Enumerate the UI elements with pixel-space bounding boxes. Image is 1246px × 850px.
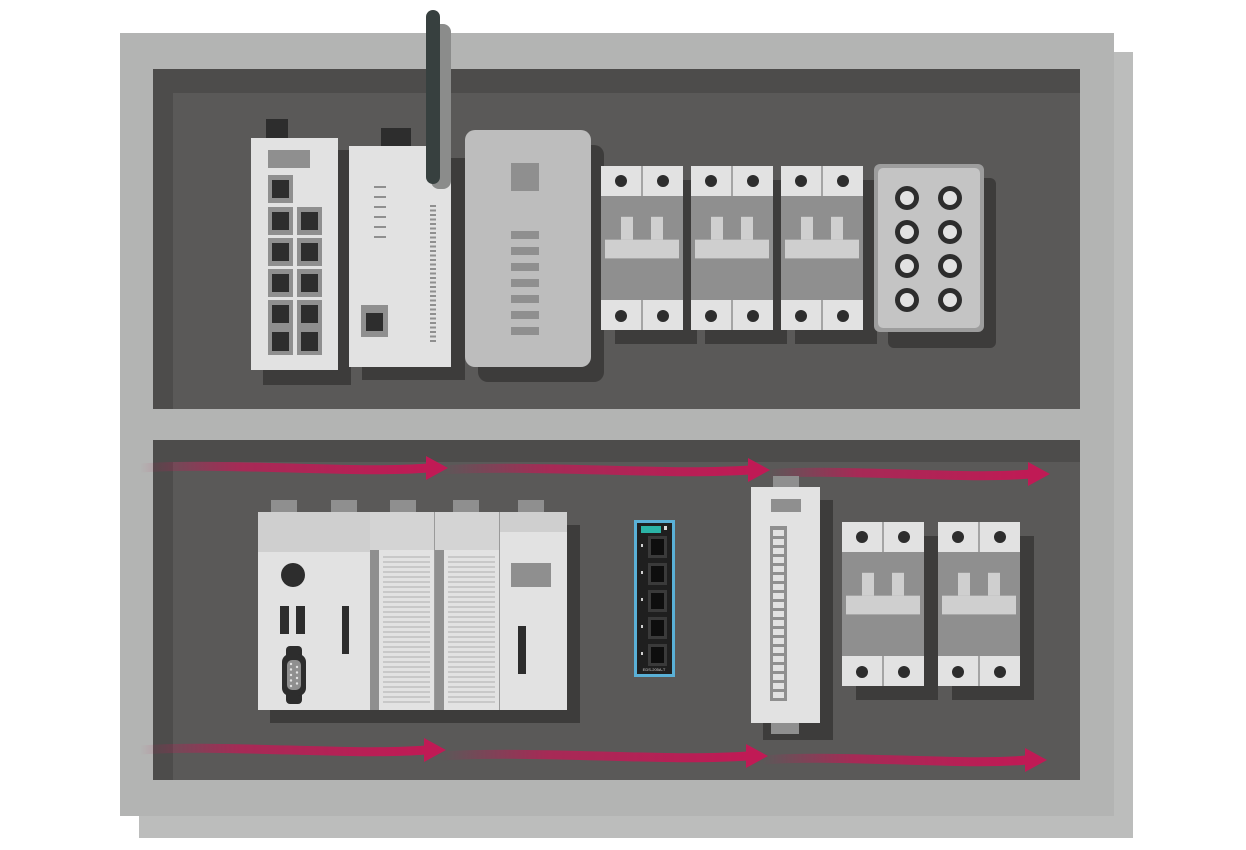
serial-port-icon bbox=[282, 646, 306, 704]
gateway-device bbox=[465, 130, 604, 382]
plc-status-light bbox=[281, 563, 305, 587]
managed-ethernet-switch bbox=[251, 119, 351, 385]
vent-slots bbox=[511, 231, 539, 335]
terminal-screws bbox=[895, 186, 962, 312]
ethernet-ports bbox=[268, 175, 322, 355]
switch-label-plate bbox=[268, 150, 310, 168]
io-terminal-module bbox=[751, 476, 833, 740]
unmanaged-switch: EDS-205A-T bbox=[634, 520, 675, 677]
circuit-breakers-lower bbox=[842, 522, 1034, 700]
cellular-router bbox=[349, 10, 465, 380]
airflow-arrows bbox=[139, 456, 1050, 772]
plc-rack bbox=[258, 500, 580, 723]
antenna-icon bbox=[426, 10, 440, 184]
status-led-ticks bbox=[374, 186, 436, 342]
switch-ports bbox=[641, 536, 667, 666]
switch-brand-strip bbox=[641, 526, 661, 533]
plc-comm-module bbox=[500, 512, 567, 710]
circuit-breakers-upper bbox=[601, 166, 877, 344]
terminal-block bbox=[874, 164, 996, 348]
gateway-indicator bbox=[511, 163, 539, 191]
switch-model-label: EDS-205A-T bbox=[643, 667, 666, 672]
